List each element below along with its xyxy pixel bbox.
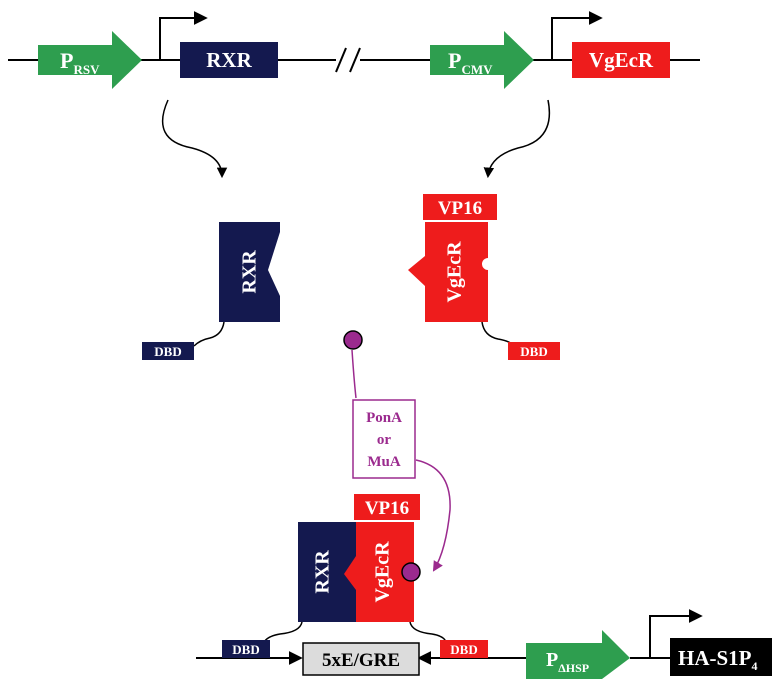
rsv-promoter-arrow — [38, 31, 142, 89]
ahsp-promoter-label: PΔHSP — [546, 649, 589, 675]
rxr-dbd-label: DBD — [154, 344, 181, 359]
ahsp-promoter-arrow — [526, 630, 630, 679]
ligand-line — [351, 349, 357, 399]
ahsp-tss-arrow — [649, 609, 703, 658]
ligand-box-frame — [352, 399, 416, 479]
rxr-gene-label: RXR — [206, 48, 252, 72]
heterodimer-complex: VP16 RXR VgEcR — [263, 494, 447, 643]
ligand-or: or — [377, 432, 392, 448]
response-element-box — [302, 642, 420, 676]
complex-vp16-box — [354, 494, 420, 520]
rsv-tss-arrow — [159, 11, 208, 60]
bottom-construct: DBD DBD 5xE/GRE PΔHSP HA-S1P4 — [196, 609, 772, 679]
ligand-name-1: PonA — [366, 410, 402, 426]
bound-ligand-dot — [401, 562, 421, 582]
rxr-protein-shape — [219, 222, 280, 322]
complex-vp16-label: VP16 — [365, 498, 409, 519]
complex-dbd-left-box — [222, 640, 270, 658]
vgecr-expression-arrow — [483, 99, 551, 179]
rxr-linker — [193, 321, 225, 347]
complex-dbd-left-label: DBD — [232, 642, 259, 657]
ligand-binding-arrow — [415, 459, 451, 572]
top-construct: PRSV RXR PCMV VgEcR — [8, 11, 700, 89]
ligand-box: PonA or MuA — [352, 399, 416, 479]
rxr-expression-arrow — [161, 99, 228, 179]
vgecr-dbd-label: DBD — [520, 344, 547, 359]
vgecr-protein: VP16 VgEcR DBD — [408, 194, 560, 360]
vgecr-dbd-box — [508, 342, 560, 360]
vgecr-gene-box — [572, 42, 670, 78]
rxr-protein: RXR DBD — [142, 222, 280, 360]
vgecr-protein-label: VgEcR — [444, 241, 466, 303]
vgecr-protein-shape — [408, 222, 488, 322]
vgecr-gene-label: VgEcR — [589, 48, 654, 72]
complex-vgecr-shape — [344, 522, 414, 622]
cmv-promoter-arrow — [430, 31, 534, 89]
cmv-tss-arrow — [551, 11, 603, 60]
reporter-gene-box — [670, 638, 772, 676]
complex-linker-left — [263, 621, 303, 643]
cmv-promoter-label: PCMV — [448, 48, 493, 77]
rxr-protein-label: RXR — [239, 250, 261, 294]
reporter-gene-label: HA-S1P4 — [678, 646, 758, 673]
response-element-label: 5xE/GRE — [322, 650, 400, 671]
vp16-box — [423, 194, 497, 220]
ligand-dot — [343, 330, 363, 350]
ligand-name-2: MuA — [367, 454, 401, 470]
rxr-dbd-box — [142, 342, 194, 360]
complex-vgecr-label: VgEcR — [372, 541, 394, 603]
rsv-promoter-label: PRSV — [60, 48, 100, 77]
complex-dbd-right-box — [440, 640, 488, 658]
complex-linker-right — [409, 621, 447, 643]
complex-dbd-right-label: DBD — [450, 642, 477, 657]
complex-rxr-label: RXR — [312, 550, 334, 594]
break-mark — [335, 47, 361, 73]
rxr-gene-box — [180, 42, 278, 78]
vp16-label: VP16 — [438, 198, 482, 219]
